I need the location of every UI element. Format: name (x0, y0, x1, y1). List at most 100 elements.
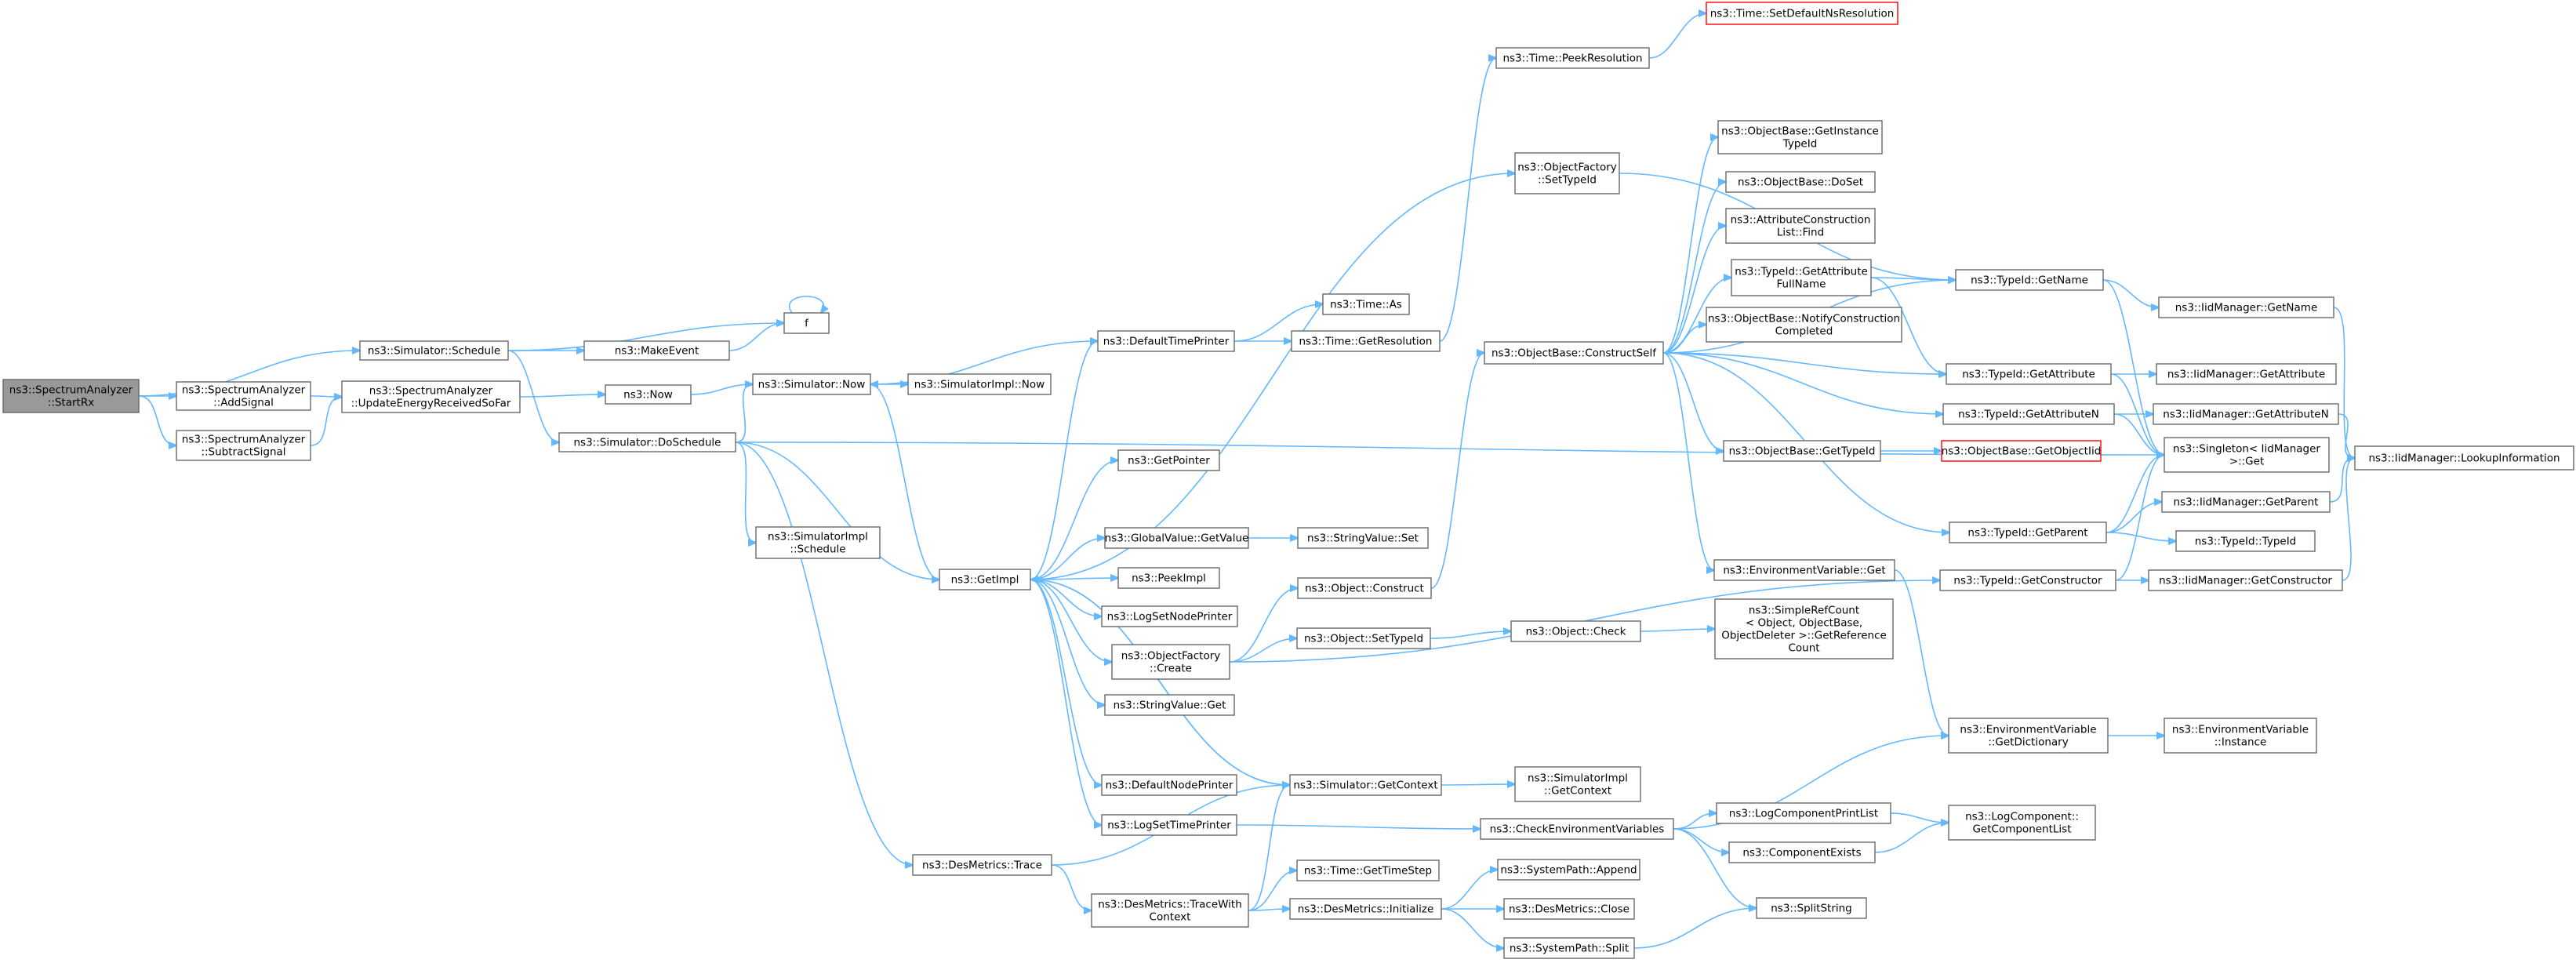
node-timesetdefault[interactable]: ns3::Time::SetDefaultNsResolution (1706, 2, 1898, 25)
node-logcomponentprintlist[interactable]: ns3::LogComponentPrintList (1716, 802, 1891, 824)
node-defaultnodeprinter[interactable]: ns3::DefaultNodePrinter (1101, 774, 1237, 796)
node-iidgetname[interactable]: ns3::IidManager::GetName (2158, 296, 2334, 318)
node-defaulttimeprinter[interactable]: ns3::DefaultTimePrinter (1097, 330, 1235, 352)
node-envvarget[interactable]: ns3::EnvironmentVariable::Get (1713, 559, 1895, 581)
node-envvargetdict[interactable]: ns3::EnvironmentVariable::GetDictionary (1948, 718, 2109, 754)
node-typeidgetname[interactable]: ns3::TypeId::GetName (1955, 269, 2104, 291)
node-label: ObjectDeleter >::GetReference (1721, 630, 1887, 642)
node-timepeekres[interactable]: ns3::Time::PeekResolution (1495, 47, 1650, 69)
node-logcomponentgetlist[interactable]: ns3::LogComponent::GetComponentList (1948, 805, 2096, 841)
node-updateenergy[interactable]: ns3::SpectrumAnalyzer::UpdateEnergyRecei… (341, 380, 521, 413)
edge-doschedule-to-desmetricstrace (735, 442, 913, 865)
node-objcheck[interactable]: ns3::Object::Check (1510, 620, 1641, 642)
node-box (605, 384, 692, 405)
node-label: ns3::GlobalValue::GetValue (1105, 532, 1249, 545)
node-stringvalueset[interactable]: ns3::StringValue::Set (1297, 527, 1429, 549)
node-typeidgetconstructor[interactable]: ns3::TypeId::GetConstructor (1939, 569, 2116, 591)
node-label: TypeId (1782, 138, 1818, 151)
node-peekimpl[interactable]: ns3::PeekImpl (1117, 567, 1220, 589)
edge-typeidgetattrfullname-to-typeidgetattribute (1870, 277, 1946, 374)
node-label: ::Schedule (790, 543, 845, 556)
node-f[interactable]: f (783, 312, 830, 334)
node-objsettypeid[interactable]: ns3::Object::SetTypeId (1296, 627, 1431, 649)
node-simimplschedule[interactable]: ns3::SimulatorImpl::Schedule (755, 526, 881, 559)
edge-objconstruct-to-constructself (1430, 353, 1484, 589)
node-splitstring[interactable]: ns3::SplitString (1756, 897, 1867, 919)
node-objconstruct[interactable]: ns3::Object::Construct (1297, 577, 1432, 599)
node-singletonget[interactable]: ns3::Singleton< IidManager>::Get (2164, 437, 2330, 473)
node-simgetcontext[interactable]: ns3::Simulator::GetContext (1289, 774, 1442, 796)
node-schedule[interactable]: ns3::Simulator::Schedule (359, 340, 509, 361)
node-logsettimeprinter[interactable]: ns3::LogSetTimePrinter (1101, 814, 1237, 836)
node-startrx[interactable]: ns3::SpectrumAnalyzer::StartRx (2, 379, 140, 413)
node-envvarinstance[interactable]: ns3::EnvironmentVariable::Instance (2164, 718, 2317, 754)
node-iidgetattribute[interactable]: ns3::IidManager::GetAttribute (2156, 363, 2337, 385)
node-iidlookupinfo[interactable]: ns3::IidManager::LookupInformation (2354, 445, 2574, 471)
edge-logcomponentprintlist-to-logcomponentgetlist (1890, 812, 1949, 823)
node-box (1097, 330, 1235, 352)
node-getpointer[interactable]: ns3::GetPointer (1117, 449, 1220, 471)
node-label: ns3::StringValue::Set (1307, 532, 1419, 545)
node-iidgetconstructor[interactable]: ns3::IidManager::GetConstructor (2148, 569, 2343, 591)
node-syspathsplit[interactable]: ns3::SystemPath::Split (1503, 937, 1635, 959)
node-simimplnow[interactable]: ns3::SimulatorImpl::Now (907, 373, 1052, 395)
node-label: ::AddSignal (213, 397, 274, 409)
node-constructself[interactable]: ns3::ObjectBase::ConstructSelf (1484, 341, 1664, 365)
edge-constructself-to-obgettypeid (1662, 352, 1724, 451)
node-timegetres[interactable]: ns3::Time::GetResolution (1291, 330, 1441, 352)
node-stringvalueget[interactable]: ns3::StringValue::Get (1104, 694, 1235, 716)
node-syspathappend[interactable]: ns3::SystemPath::Append (1497, 859, 1640, 881)
node-typeidgetparent[interactable]: ns3::TypeId::GetParent (1949, 521, 2107, 543)
node-obgettypeid[interactable]: ns3::ObjectBase::GetTypeId (1723, 440, 1881, 462)
node-objfactorycreate[interactable]: ns3::ObjectFactory::Create (1111, 644, 1230, 680)
node-iidgetattributen[interactable]: ns3::IidManager::GetAttributeN (2153, 403, 2339, 425)
node-typeidgetattributen[interactable]: ns3::TypeId::GetAttributeN (1942, 403, 2115, 425)
node-subtractsignal[interactable]: ns3::SpectrumAnalyzer::SubtractSignal (176, 430, 311, 461)
node-label: ns3::GetImpl (951, 574, 1019, 587)
node-typeidtypeid[interactable]: ns3::TypeId::TypeId (2175, 530, 2316, 552)
node-label: ns3::IidManager::GetConstructor (2159, 575, 2332, 587)
node-objfactorysettypeid[interactable]: ns3::ObjectFactory::SetTypeId (1514, 152, 1620, 194)
node-box (176, 430, 311, 461)
edge-doschedule-to-getimpl (735, 442, 939, 580)
edge-objsettypeid-to-objcheck (1430, 631, 1511, 639)
node-label: ::SubtractSignal (201, 446, 285, 459)
node-componentexists[interactable]: ns3::ComponentExists (1728, 841, 1876, 863)
node-getimpl[interactable]: ns3::GetImpl (939, 569, 1031, 591)
node-doschedule[interactable]: ns3::Simulator::DoSchedule (558, 432, 736, 452)
node-obgetobjectiid[interactable]: ns3::ObjectBase::GetObjectIid (1941, 440, 2102, 462)
node-makeevent[interactable]: ns3::MakeEvent (583, 340, 730, 361)
node-label: Count (1788, 642, 1819, 655)
node-globalvalueget[interactable]: ns3::GlobalValue::GetValue (1104, 527, 1249, 549)
edge-desmetricsinit-to-syspathsplit (1441, 908, 1504, 948)
node-logsetnodeprinter[interactable]: ns3::LogSetNodePrinter (1101, 605, 1238, 627)
node-typeidgetattribute[interactable]: ns3::TypeId::GetAttribute (1946, 363, 2112, 385)
node-now[interactable]: ns3::Now (605, 384, 692, 405)
node-checkenvvars[interactable]: ns3::CheckEnvironmentVariables (1480, 818, 1674, 840)
node-desmetricstrace[interactable]: ns3::DesMetrics::Trace (912, 854, 1052, 876)
node-label: ns3::Time::GetTimeStep (1304, 865, 1432, 878)
node-box (1514, 152, 1620, 194)
edge-doschedule-to-simnow (735, 384, 753, 443)
node-box (1111, 644, 1230, 680)
node-label: ns3::SplitString (1771, 903, 1852, 915)
node-box (1717, 120, 1883, 154)
node-simimplgetcontext[interactable]: ns3::SimulatorImpl::GetContext (1514, 766, 1641, 802)
node-desmetricsinit[interactable]: ns3::DesMetrics::Initialize (1289, 898, 1442, 920)
node-simplerefcount[interactable]: ns3::SimpleRefCount< Object, ObjectBase,… (1714, 598, 1894, 660)
node-obdoset[interactable]: ns3::ObjectBase::DoSet (1725, 171, 1876, 193)
node-addsignal[interactable]: ns3::SpectrumAnalyzer::AddSignal (176, 381, 311, 411)
edge-addsignal-to-updateenergy (310, 396, 342, 397)
node-iidgetparent[interactable]: ns3::IidManager::GetParent (2161, 491, 2331, 513)
node-timeas[interactable]: ns3::Time::As (1322, 293, 1410, 315)
node-label: ns3::DefaultTimePrinter (1103, 336, 1230, 348)
node-obnotifyconstruction[interactable]: ns3::ObjectBase::NotifyConstructionCompl… (1706, 307, 1902, 343)
node-timegetstep[interactable]: ns3::Time::GetTimeStep (1296, 859, 1440, 881)
node-desmetricsclose[interactable]: ns3::DesMetrics::Close (1503, 898, 1635, 920)
node-simnow[interactable]: ns3::Simulator::Now (752, 373, 871, 395)
